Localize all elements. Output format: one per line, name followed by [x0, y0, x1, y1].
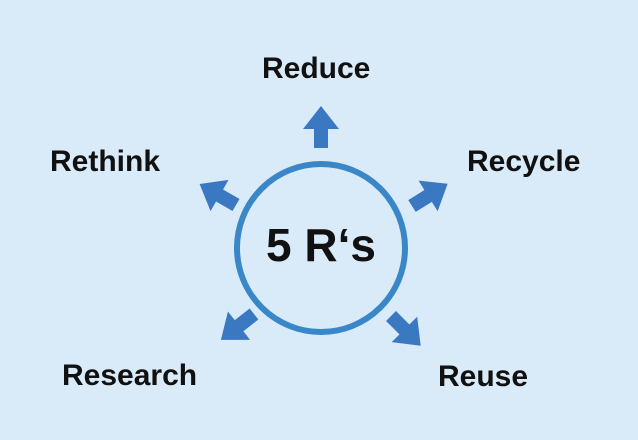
arrow-reuse	[386, 311, 421, 346]
label-reduce: Reduce	[262, 52, 371, 85]
arrow-reduce	[303, 106, 339, 148]
label-rethink: Rethink	[50, 145, 161, 178]
label-reuse: Reuse	[438, 360, 529, 393]
arrow-research	[220, 308, 259, 340]
center-label: 5 R‘s	[266, 219, 376, 271]
center-circle	[234, 161, 408, 335]
arrow-rethink	[199, 179, 240, 212]
label-research: Research	[62, 359, 198, 392]
label-recycle: Recycle	[467, 145, 581, 178]
arrow-recycle	[408, 180, 448, 212]
